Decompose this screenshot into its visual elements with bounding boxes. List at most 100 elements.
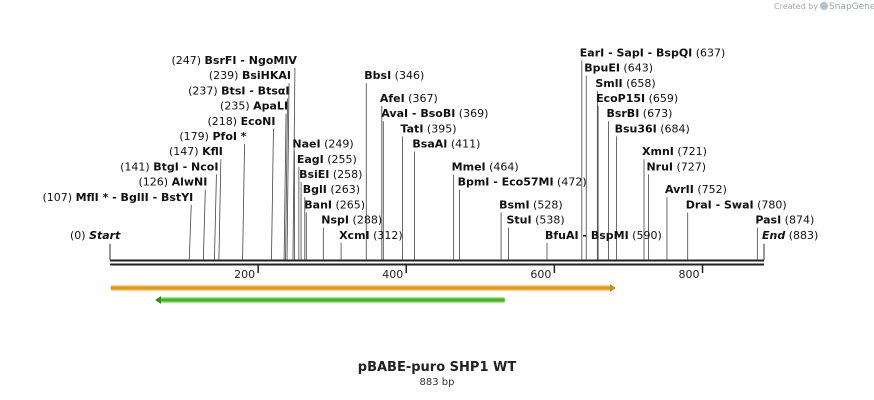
site-enzymes: BanI bbox=[304, 198, 332, 211]
restriction-site-label[interactable]: SmlI (658) bbox=[595, 77, 655, 90]
site-enzymes: EcoP15I bbox=[596, 92, 645, 105]
feature-arrows bbox=[110, 284, 616, 304]
site-position: (265) bbox=[332, 198, 365, 211]
site-position: (367) bbox=[405, 92, 438, 105]
restriction-site-label[interactable]: AfeI (367) bbox=[380, 92, 438, 105]
site-position: (141) bbox=[120, 160, 153, 173]
site-position: (147) bbox=[169, 145, 202, 158]
site-position: (395) bbox=[423, 122, 456, 135]
restriction-site-label[interactable]: StuI (538) bbox=[506, 214, 564, 227]
site-enzymes: MflI * - BglII - BstYI bbox=[76, 191, 194, 204]
restriction-site-label[interactable]: EarI - SapI - BspQI (637) bbox=[580, 46, 726, 59]
restriction-site-line bbox=[283, 113, 287, 261]
site-position: (346) bbox=[391, 69, 424, 82]
site-position: (369) bbox=[455, 107, 488, 120]
site-position: (239) bbox=[209, 69, 242, 82]
marker-label-start[interactable]: (0) Start bbox=[70, 229, 121, 242]
restriction-site-label[interactable]: NruI (727) bbox=[646, 160, 706, 173]
site-enzymes: AvrII bbox=[665, 183, 694, 196]
site-enzymes: XmnI bbox=[642, 145, 674, 158]
restriction-site-label[interactable]: MmeI (464) bbox=[452, 160, 519, 173]
site-enzymes: BpuEI bbox=[584, 62, 620, 75]
restriction-site-line bbox=[286, 83, 290, 261]
restriction-site-label[interactable]: BsiEI (258) bbox=[299, 168, 362, 181]
site-position: (218) bbox=[207, 115, 240, 128]
orange-feature[interactable] bbox=[110, 284, 616, 292]
marker-pos: (883) bbox=[785, 229, 818, 242]
site-position: (235) bbox=[220, 100, 253, 113]
site-enzymes: XcmI bbox=[339, 229, 370, 242]
restriction-site-label[interactable]: (179) PfoI * bbox=[179, 130, 246, 143]
restriction-site-label[interactable]: NaeI (249) bbox=[292, 138, 353, 151]
site-enzymes: BpmI - Eco57MI bbox=[458, 176, 554, 189]
restriction-site-label[interactable]: PasI (874) bbox=[755, 214, 814, 227]
restriction-site-label[interactable]: BpmI - Eco57MI (472) bbox=[458, 176, 587, 189]
marker-name: Start bbox=[89, 229, 121, 242]
restriction-site-label[interactable]: BanI (265) bbox=[304, 198, 365, 211]
restriction-site-labels: (0) Start End (883) (107) MflI * - BglII -… bbox=[42, 46, 818, 241]
restriction-site-label[interactable]: BsrBI (673) bbox=[606, 107, 672, 120]
site-enzymes: BsiEI bbox=[299, 168, 329, 181]
site-enzymes: PfoI * bbox=[212, 130, 246, 143]
restriction-site-line bbox=[188, 204, 192, 261]
site-enzymes: KflI bbox=[202, 145, 223, 158]
site-enzymes: BsaAI bbox=[412, 138, 447, 151]
restriction-site-label[interactable]: XcmI (312) bbox=[339, 229, 403, 242]
site-enzymes: SmlI bbox=[595, 77, 622, 90]
site-position: (411) bbox=[447, 138, 480, 151]
restriction-site-label[interactable]: (239) BsiHKAI bbox=[209, 69, 291, 82]
sequence-backbone bbox=[110, 259, 764, 266]
restriction-site-label[interactable]: BfuAI - BspMI (590) bbox=[545, 229, 662, 242]
restriction-site-label[interactable]: EcoP15I (659) bbox=[596, 92, 678, 105]
restriction-site-label[interactable]: (218) EcoNI bbox=[207, 115, 275, 128]
restriction-site-line bbox=[242, 143, 245, 261]
site-enzymes: PasI bbox=[755, 214, 781, 227]
restriction-site-label[interactable]: AvaI - BsoBI (369) bbox=[381, 107, 488, 120]
restriction-site-label[interactable]: BsaAI (411) bbox=[412, 138, 480, 151]
restriction-site-label[interactable]: (126) AlwNI bbox=[138, 176, 207, 189]
restriction-site-label[interactable]: XmnI (721) bbox=[642, 145, 707, 158]
restriction-site-label[interactable]: EagI (255) bbox=[297, 153, 357, 166]
site-enzymes: BsmI bbox=[499, 198, 529, 211]
restriction-site-label[interactable]: (107) MflI * - BglII - BstYI bbox=[42, 191, 193, 204]
site-position: (126) bbox=[138, 176, 171, 189]
restriction-site-label[interactable]: (235) ApaLI bbox=[220, 100, 288, 113]
site-position: (637) bbox=[692, 46, 725, 59]
restriction-site-label[interactable]: (147) KflI bbox=[169, 145, 223, 158]
restriction-site-label[interactable]: TatI (395) bbox=[401, 122, 457, 135]
site-enzymes: ApaLI bbox=[253, 100, 288, 113]
site-position: (312) bbox=[370, 229, 403, 242]
restriction-site-label[interactable]: DraI - SwaI (780) bbox=[686, 198, 787, 211]
restriction-site-label[interactable]: Bsu36I (684) bbox=[615, 122, 690, 135]
ruler-tick-label: 600 bbox=[530, 268, 551, 281]
site-enzymes: DraI - SwaI bbox=[686, 198, 754, 211]
site-position: (780) bbox=[754, 198, 787, 211]
restriction-site-label[interactable]: AvrII (752) bbox=[665, 183, 727, 196]
restriction-site-label[interactable]: (247) BsrFI - NgoMIV bbox=[171, 54, 297, 67]
marker-label-end[interactable]: End (883) bbox=[762, 229, 818, 242]
ruler-tick-label: 400 bbox=[382, 268, 403, 281]
site-enzymes: BsiHKAI bbox=[242, 69, 291, 82]
site-enzymes: EarI - SapI - BspQI bbox=[580, 46, 692, 59]
restriction-site-label[interactable]: (237) BtsI - BtsαI bbox=[188, 84, 289, 97]
site-position: (752) bbox=[694, 183, 727, 196]
snapgene-logo-icon bbox=[820, 2, 829, 10]
site-enzymes: AvaI - BsoBI bbox=[381, 107, 455, 120]
site-enzymes: AlwNI bbox=[172, 176, 208, 189]
restriction-site-label[interactable]: NspI (288) bbox=[321, 214, 382, 227]
restriction-site-label[interactable]: BglI (263) bbox=[303, 183, 360, 196]
restriction-site-line bbox=[214, 174, 217, 261]
restriction-site-label[interactable]: BsmI (528) bbox=[499, 198, 563, 211]
restriction-site-label[interactable]: BpuEI (643) bbox=[584, 62, 653, 75]
map-title: pBABE-puro SHP1 WT bbox=[357, 360, 517, 375]
green-feature[interactable] bbox=[155, 296, 505, 304]
site-enzymes: TatI bbox=[401, 122, 424, 135]
site-enzymes: BtsI - BtsαI bbox=[221, 84, 289, 97]
restriction-site-label[interactable]: BbsI (346) bbox=[364, 69, 424, 82]
restriction-site-label[interactable]: (141) BtgI - NcoI bbox=[120, 160, 218, 173]
restriction-site-line bbox=[292, 67, 296, 261]
site-enzymes: BsrFI - NgoMIV bbox=[205, 54, 298, 67]
